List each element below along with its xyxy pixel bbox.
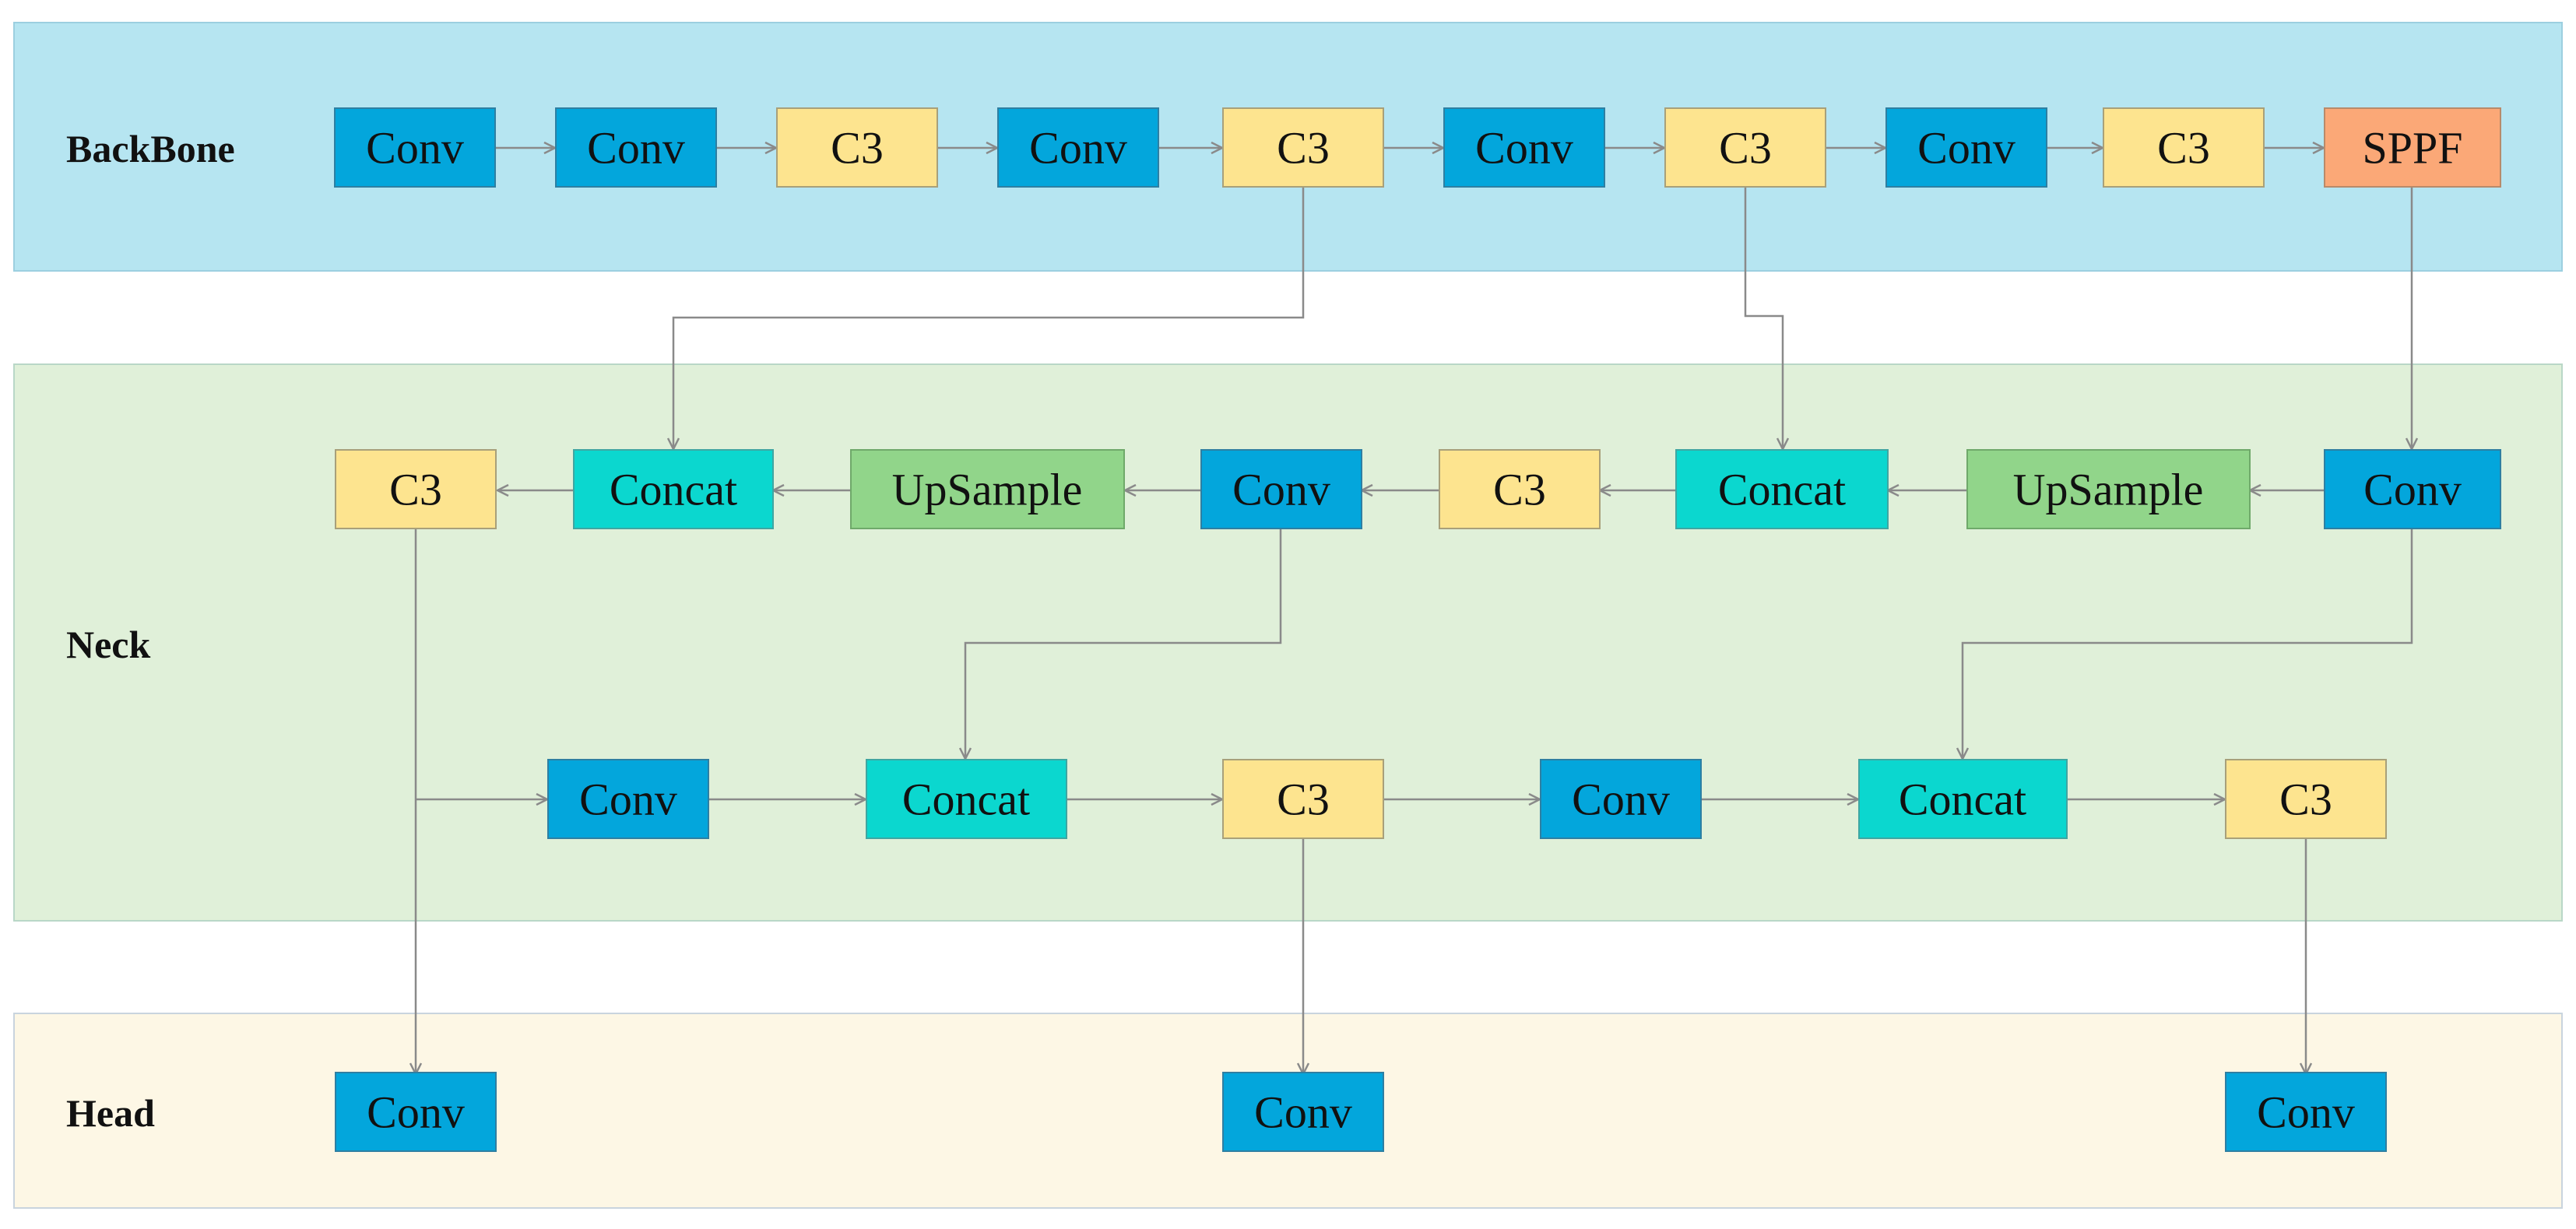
section-label-neck: Neck [66,623,150,666]
node-n4: Conv [1200,449,1362,529]
node-n2: Concat [573,449,774,529]
concat-block [1858,759,2068,839]
conv-block [1540,759,1702,839]
node-b8: Conv [1885,107,2047,188]
node-label: C3 [1277,774,1330,825]
node-m4: Conv [1540,759,1702,839]
node-b1: Conv [334,107,496,188]
node-n5: C3 [1439,449,1601,529]
node-label: Conv [1254,1087,1352,1138]
c3-block [2103,107,2265,188]
node-label: Conv [1572,774,1670,825]
node-b5: C3 [1222,107,1384,188]
sppf-block [2324,107,2501,188]
edge-n4-m2 [965,529,1282,759]
node-label: Conv [1917,123,2015,174]
node-label: C3 [389,465,442,515]
node-b4: Conv [997,107,1159,188]
c3-block [1664,107,1826,188]
conv-block [335,1072,497,1152]
c3-block [2225,759,2387,839]
node-label: Concat [610,465,737,515]
node-h3: Conv [2225,1072,2387,1152]
node-n1: C3 [335,449,497,529]
c3-block [1222,107,1384,188]
node-m5: Concat [1858,759,2068,839]
edges [416,148,2412,1074]
node-label: C3 [1493,465,1546,515]
node-b7: C3 [1664,107,1826,188]
conv-block [1222,1072,1384,1152]
conv-block [1443,107,1605,188]
node-label: C3 [1277,123,1330,174]
node-label: UpSample [892,465,1083,515]
node-m1: Conv [547,759,709,839]
node-n8: Conv [2324,449,2501,529]
node-label: Conv [2363,465,2462,515]
node-h1: Conv [335,1072,497,1152]
node-label: Conv [2257,1087,2355,1138]
concat-block [866,759,1067,839]
node-b3: C3 [776,107,938,188]
node-label: Concat [1899,774,2026,825]
edge-b5-n2 [673,187,1305,449]
conv-block [1200,449,1362,529]
node-label: SPPF [2362,123,2462,174]
node-label: Concat [902,774,1030,825]
node-b9: C3 [2103,107,2265,188]
conv-block [334,107,496,188]
node-label: Conv [579,774,677,825]
node-label: C3 [2157,123,2210,174]
conv-block [547,759,709,839]
node-label: C3 [1719,123,1772,174]
node-label: C3 [2279,774,2332,825]
node-b10: SPPF [2324,107,2501,188]
node-n7: UpSample [1966,449,2251,529]
node-label: UpSample [2013,465,2204,515]
node-label: Conv [366,123,464,174]
c3-block [1439,449,1601,529]
node-label: Conv [587,123,685,174]
node-n3: UpSample [850,449,1125,529]
node-m2: Concat [866,759,1067,839]
conv-block [997,107,1159,188]
node-label: C3 [831,123,884,174]
concat-block [1675,449,1889,529]
node-label: Concat [1718,465,1846,515]
c3-block [335,449,497,529]
node-label: Conv [1029,123,1127,174]
node-n6: Concat [1675,449,1889,529]
c3-block [1222,759,1384,839]
node-h2: Conv [1222,1072,1384,1152]
section-label-backbone: BackBone [66,127,235,170]
node-b6: Conv [1443,107,1605,188]
section-label-head: Head [66,1091,155,1135]
conv-block [555,107,717,188]
edge-b7-n6 [1744,187,1783,449]
edge-n8-m5 [1963,529,2413,759]
conv-block [2225,1072,2387,1152]
node-m6: C3 [2225,759,2387,839]
upsample-block [850,449,1125,529]
node-label: Conv [1232,465,1330,515]
c3-block [776,107,938,188]
node-label: Conv [1475,123,1573,174]
node-m3: C3 [1222,759,1384,839]
concat-block [573,449,774,529]
conv-block [2324,449,2501,529]
conv-block [1885,107,2047,188]
upsample-block [1966,449,2251,529]
node-label: Conv [367,1087,465,1138]
node-b2: Conv [555,107,717,188]
